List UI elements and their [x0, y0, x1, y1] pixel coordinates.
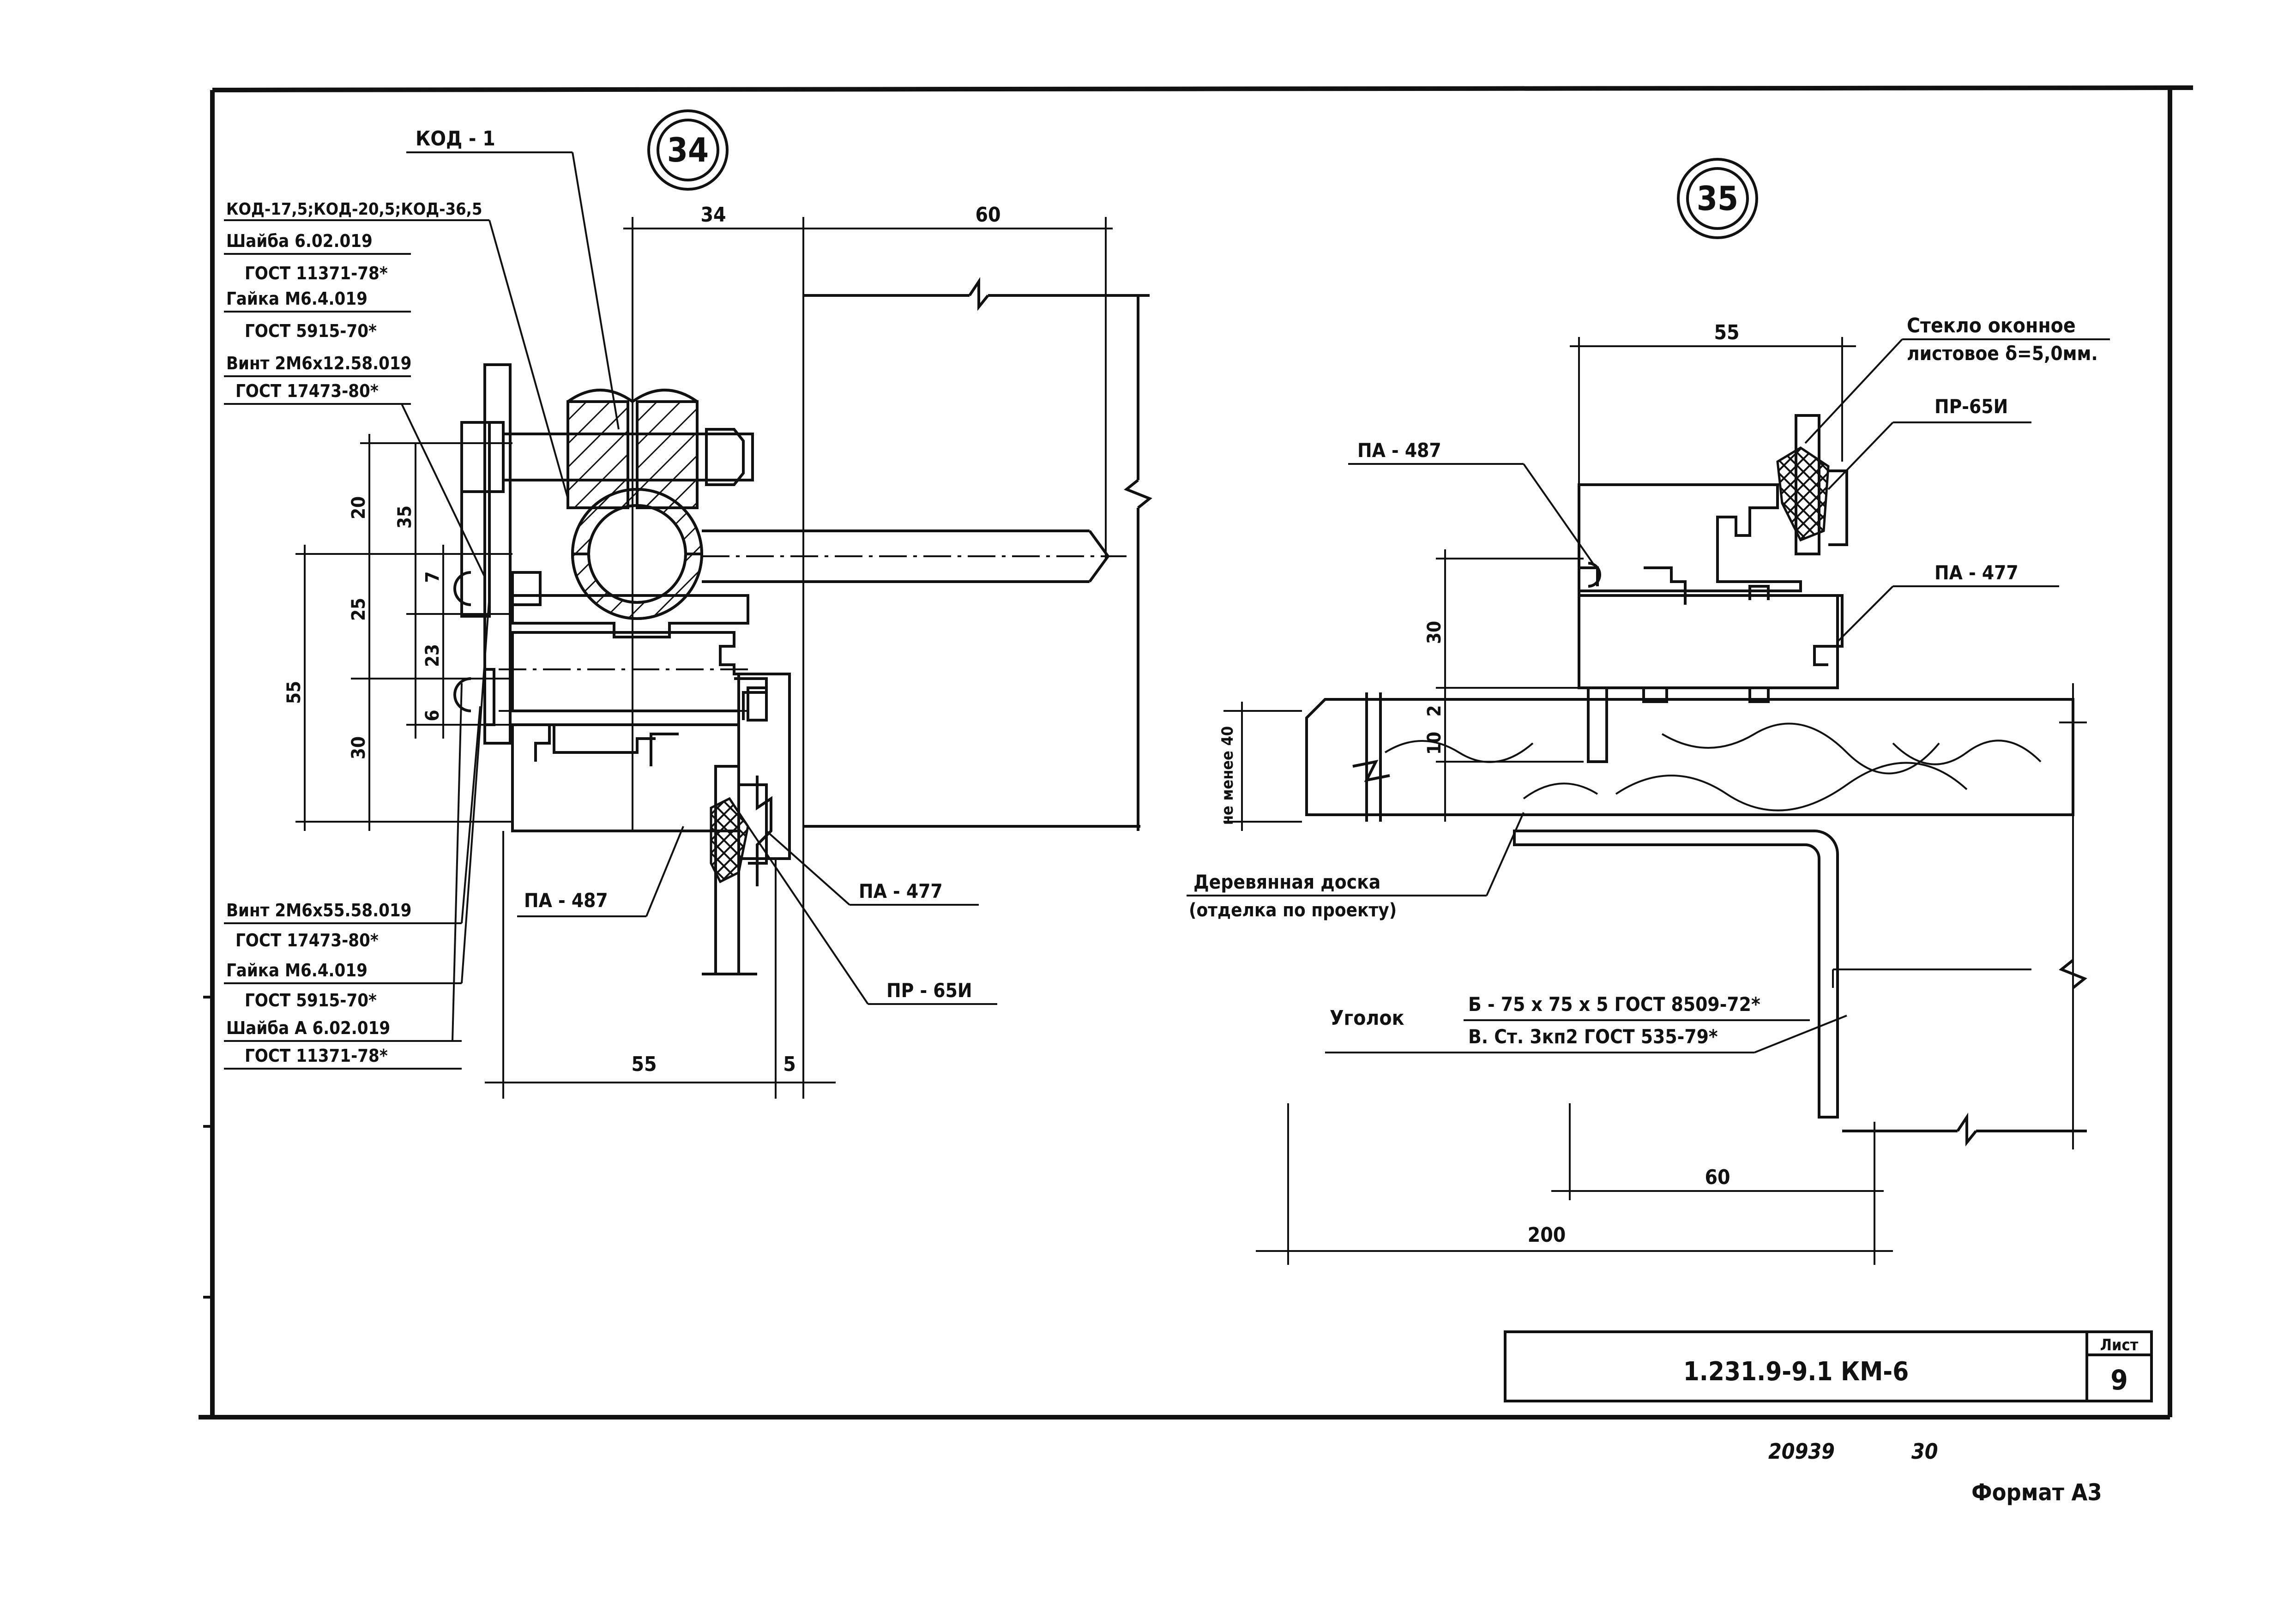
- spec-bottom-2-std: ГОСТ 11371-78*: [245, 1046, 388, 1066]
- label-pa-477-35: ПА - 477: [1934, 561, 2019, 584]
- detail-34-left-dimensions: 20 35 7 25 23 55 6 30: [283, 434, 512, 831]
- dim-5: 5: [783, 1053, 796, 1076]
- angle-label: Уголок: [1330, 1006, 1404, 1030]
- dim-10-35: 10: [1424, 732, 1445, 755]
- dim-35: 35: [394, 505, 416, 529]
- spec-top-1-name: Гайка М6.4.019: [226, 289, 368, 309]
- detail-34-frame-outline: [803, 277, 1152, 831]
- inventory-number: 20939: [1768, 1439, 1835, 1464]
- detail-34-marker: 34: [647, 109, 729, 191]
- dim-30: 30: [348, 736, 369, 759]
- sheet-number: 9: [2110, 1364, 2128, 1396]
- spec-bottom-2-name: Шайба А 6.02.019: [226, 1018, 390, 1038]
- detail-34-callouts: ПА - 487 ПА - 477 ПР - 65И: [517, 812, 997, 1005]
- detail-34-profiles: [483, 594, 791, 865]
- inventory-page: 30: [1911, 1439, 1938, 1464]
- glass-label-line2: листовое δ=5,0мм.: [1907, 342, 2098, 365]
- dim-60-top: 60: [975, 203, 1000, 227]
- spec-bottom-1-std: ГОСТ 5915-70*: [245, 990, 377, 1010]
- detail-34-rod: [702, 529, 1127, 583]
- dim-34: 34: [700, 203, 726, 227]
- sheet-footer: 20939 30 Формат А3: [1768, 1439, 2102, 1506]
- board-label-line2: (отделка по проекту): [1189, 900, 1397, 921]
- dim-7: 7: [422, 571, 443, 583]
- dim-23: 23: [422, 644, 443, 667]
- drawing-code: 1.231.9-9.1 КМ-6: [1683, 1357, 1909, 1387]
- dim-2-35: 2: [1424, 705, 1445, 716]
- detail-35-labels: Стекло оконное листовое δ=5,0мм. ПР-65И …: [1187, 314, 2110, 1053]
- spec-bottom-1-name: Гайка М6.4.019: [226, 960, 368, 980]
- detail-35: 35 55: [1187, 158, 2110, 1265]
- detail-34-screws: [453, 571, 768, 722]
- detail-35-bottom-dimensions: 60 200: [1256, 1103, 1893, 1265]
- spec-bottom-0-std: ГОСТ 17473-80*: [235, 930, 379, 950]
- label-pa-477-34: ПА - 477: [859, 880, 943, 902]
- detail-35-left-dimensions: 30 2 10 не менее 40: [1218, 549, 1584, 831]
- detail-35-board: [1305, 692, 2074, 822]
- dim-30-35: 30: [1424, 621, 1445, 644]
- sheet-format: Формат А3: [1971, 1479, 2102, 1506]
- dim-55-vertical: 55: [283, 681, 305, 704]
- label-pa-487-35: ПА - 487: [1357, 439, 1441, 462]
- spec-top-0-std: ГОСТ 11371-78*: [245, 263, 388, 283]
- angle-line2: В. Ст. 3кп2 ГОСТ 535-79*: [1468, 1025, 1718, 1048]
- detail-35-top-dimension: 55: [1570, 321, 1856, 485]
- spec-top-2-std: ГОСТ 17473-80*: [235, 381, 379, 401]
- detail-34-top-dimensions: 34 60: [623, 203, 1113, 1099]
- detail-35-right-dimensions: [2059, 683, 2087, 1149]
- board-label-line1: Деревянная доска: [1193, 871, 1380, 893]
- detail-35-angle: [1513, 830, 2087, 1147]
- detail-34-glazing: [702, 765, 772, 975]
- detail-35-number: 35: [1697, 179, 1738, 218]
- sheet-frame: [199, 85, 2194, 1420]
- min-thickness-label: не менее 40: [1218, 726, 1237, 825]
- dim-200-35: 200: [1528, 1223, 1566, 1247]
- dim-25: 25: [348, 598, 369, 621]
- dim-6: 6: [422, 710, 443, 721]
- spec-bottom-0-name: Винт 2М6х55.58.019: [226, 900, 411, 920]
- spec-top-1-std: ГОСТ 5915-70*: [245, 321, 377, 341]
- detail-35-marker: 35: [1677, 158, 1758, 239]
- spec-top-0-name: Шайба 6.02.019: [226, 231, 373, 251]
- detail-34-roller-assembly: [460, 351, 754, 812]
- dim-20: 20: [348, 496, 369, 519]
- dim-55-35: 55: [1714, 321, 1739, 344]
- label-seal-35: ПР-65И: [1934, 395, 2008, 418]
- detail-34-bottom-dimensions: 55 5: [485, 831, 836, 1099]
- label-seal-34: ПР - 65И: [886, 979, 972, 1002]
- sheet-label: Лист: [2100, 1336, 2139, 1354]
- detail-34-number: 34: [667, 131, 709, 169]
- detail-35-glazing: [1776, 414, 1848, 555]
- glass-label-line1: Стекло оконное: [1907, 314, 2076, 337]
- label-kod-1: КОД - 1: [416, 127, 495, 150]
- angle-line1: Б - 75 х 75 х 5 ГОСТ 8509-72*: [1468, 993, 1760, 1016]
- detail-34-bottom-labels: Винт 2М6х55.58.019 ГОСТ 17473-80* Гайка …: [224, 595, 490, 1070]
- detail-34: 34 34 60: [224, 109, 1152, 1099]
- title-block: 1.231.9-9.1 КМ-6 Лист 9: [1504, 1330, 2153, 1402]
- label-kod-list: КОД-17,5;КОД-20,5;КОД-36,5: [226, 200, 482, 219]
- label-pa-487-34: ПА - 487: [524, 889, 608, 912]
- dim-60-35: 60: [1705, 1166, 1730, 1189]
- dim-55-bottom: 55: [631, 1053, 657, 1076]
- spec-top-2-name: Винт 2М6х12.58.019: [226, 353, 411, 373]
- detail-34-top-labels: КОД - 1 КОД-17,5;КОД-20,5;КОД-36,5 Шайба…: [224, 127, 620, 577]
